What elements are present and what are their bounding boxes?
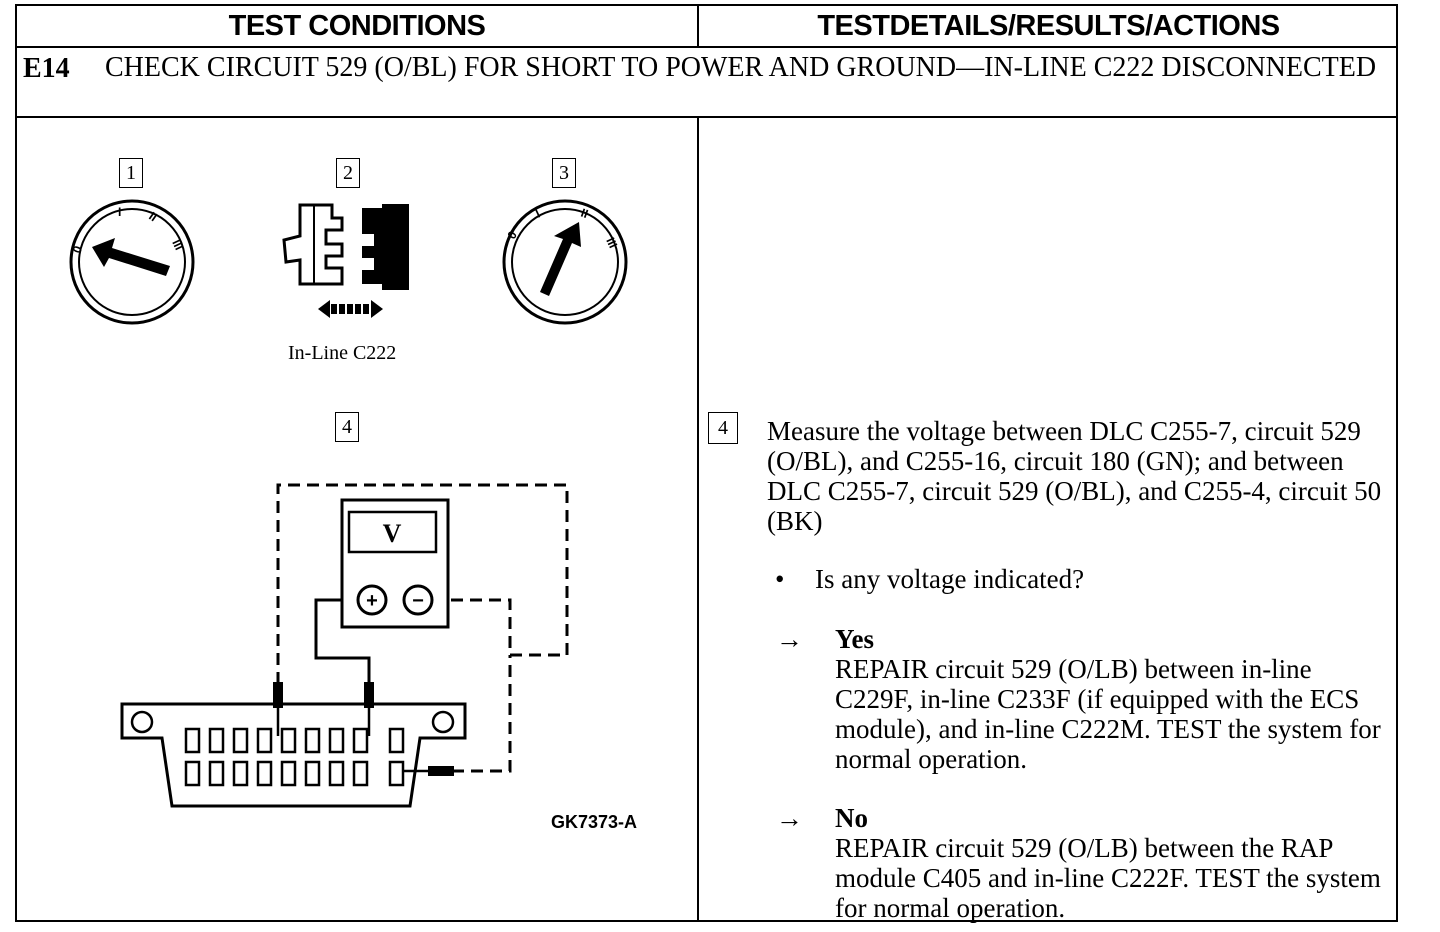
callout-2: 2 — [336, 158, 360, 188]
meter-plus-terminal: + — [366, 590, 378, 612]
callout-4: 4 — [335, 412, 359, 442]
callout-1: 1 — [119, 158, 143, 188]
no-action: REPAIR circuit 529 (O/LB) between the RA… — [835, 833, 1381, 923]
details-step-number: 4 — [708, 412, 738, 444]
callout-3: 3 — [552, 158, 576, 188]
column-divider — [697, 118, 699, 922]
yes-action: REPAIR circuit 529 (O/LB) between in-lin… — [835, 654, 1381, 774]
yes-arrow: → — [776, 624, 803, 654]
ignition-mark-2: II — [579, 206, 590, 221]
title-divider — [17, 116, 1398, 118]
meter-label: V — [383, 519, 402, 548]
question-text: Is any voltage indicated? — [815, 564, 1085, 594]
yes-label: Yes — [835, 624, 874, 654]
header-test-conditions: TEST CONDITIONS — [228, 10, 486, 42]
no-arrow: → — [776, 803, 803, 833]
ignition-mark-1: I — [118, 205, 121, 219]
no-label: No — [835, 803, 868, 833]
header-test-details: TESTDETAILS/RESULTS/ACTIONS — [817, 10, 1280, 42]
connector-caption: In-Line C222 — [288, 342, 397, 364]
question-bullet: • — [775, 564, 785, 594]
step-id: E14 — [23, 53, 70, 84]
header-divider — [17, 46, 1398, 48]
ignition-mark-0: 0 — [70, 244, 86, 255]
test-table: TEST CONDITIONS TESTDETAILS/RESULTS/ACTI… — [15, 4, 1398, 922]
ignition-mark-1: I — [533, 207, 542, 221]
meter-minus-terminal: − — [412, 590, 424, 612]
figure-code: GK7373-A — [551, 812, 638, 832]
header-column-divider — [697, 6, 699, 46]
measure-instruction: Measure the voltage between DLC C255-7, … — [767, 416, 1382, 536]
step-title: CHECK CIRCUIT 529 (O/BL) FOR SHORT TO PO… — [105, 52, 1377, 83]
